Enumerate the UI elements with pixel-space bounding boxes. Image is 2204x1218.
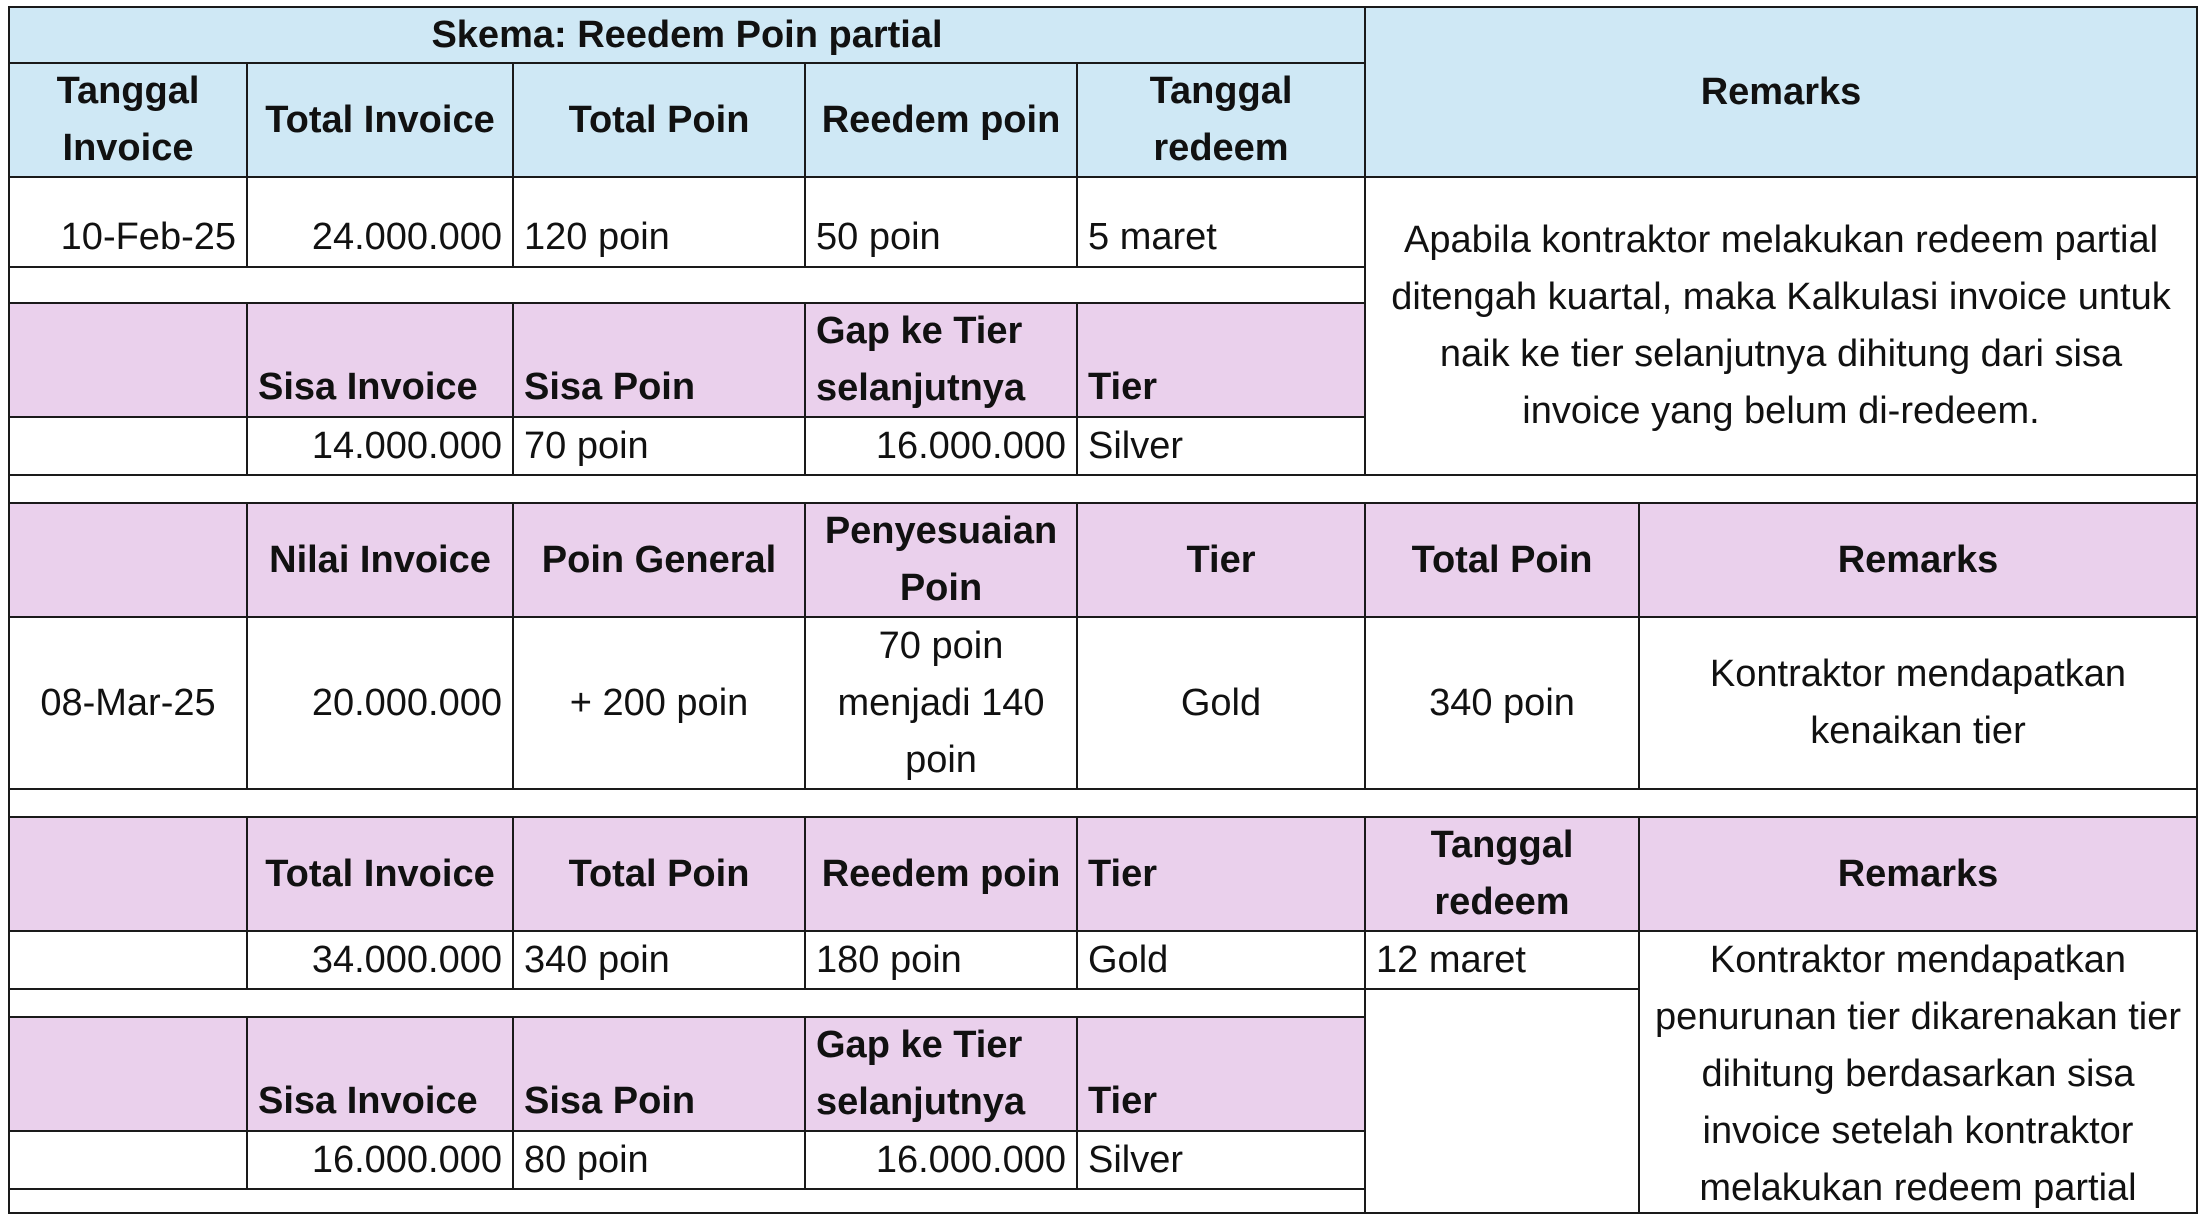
remarks-penurunan-tier[interactable]: Kontraktor mendapatkan penurunan tier di… bbox=[1638, 930, 2198, 1214]
header-total-poin[interactable]: Total Poin bbox=[512, 816, 806, 932]
scheme-title[interactable]: Skema: Reedem Poin partial bbox=[8, 6, 1366, 64]
header-reedem-poin[interactable]: Reedem poin bbox=[804, 816, 1078, 932]
header-nilai-invoice[interactable]: Nilai Invoice bbox=[246, 502, 514, 618]
header-sisa-invoice[interactable]: Sisa Invoice bbox=[246, 302, 514, 418]
cell-sisa-poin[interactable]: 80 poin bbox=[512, 1130, 806, 1190]
header-penyesuaian-poin[interactable]: Penyesuaian Poin bbox=[804, 502, 1078, 618]
header-tier[interactable]: Tier bbox=[1076, 302, 1366, 418]
empty-merged-cell[interactable] bbox=[1364, 988, 1640, 1214]
header-sisa-invoice[interactable]: Sisa Invoice bbox=[246, 1016, 514, 1132]
header-poin-general[interactable]: Poin General bbox=[512, 502, 806, 618]
header-tanggal-invoice[interactable]: Tanggal Invoice bbox=[8, 62, 248, 178]
cell-tier[interactable]: Gold bbox=[1076, 930, 1366, 990]
sub-row-empty[interactable] bbox=[8, 416, 248, 476]
remarks-redeem-partial[interactable]: Apabila kontraktor melakukan redeem part… bbox=[1364, 176, 2198, 476]
cell-sisa-invoice[interactable]: 16.000.000 bbox=[246, 1130, 514, 1190]
cell-reedem-poin[interactable]: 50 poin bbox=[804, 176, 1078, 268]
cell-gap-ke-tier[interactable]: 16.000.000 bbox=[804, 416, 1078, 476]
cell-poin-general[interactable]: + 200 poin bbox=[512, 616, 806, 790]
header-tanggal-redeem[interactable]: Tanggal redeem bbox=[1364, 816, 1640, 932]
cell-total-poin[interactable]: 340 poin bbox=[512, 930, 806, 990]
cell-total-invoice[interactable]: 24.000.000 bbox=[246, 176, 514, 268]
cell-nilai-invoice[interactable]: 20.000.000 bbox=[246, 616, 514, 790]
header-remarks[interactable]: Remarks bbox=[1638, 502, 2198, 618]
row-empty[interactable] bbox=[8, 930, 248, 990]
header-tier[interactable]: Tier bbox=[1076, 1016, 1366, 1132]
cell-total-poin[interactable]: 120 poin bbox=[512, 176, 806, 268]
cell-total-invoice[interactable]: 34.000.000 bbox=[246, 930, 514, 990]
separator-row[interactable] bbox=[8, 788, 2198, 818]
header-reedem-poin[interactable]: Reedem poin bbox=[804, 62, 1078, 178]
cell-tier[interactable]: Gold bbox=[1076, 616, 1366, 790]
cell-sisa-invoice[interactable]: 14.000.000 bbox=[246, 416, 514, 476]
cell-tanggal-redeem[interactable]: 12 maret bbox=[1364, 930, 1640, 990]
cell-gap-ke-tier[interactable]: 16.000.000 bbox=[804, 1130, 1078, 1190]
cell-tier[interactable]: Silver bbox=[1076, 416, 1366, 476]
sub-header-empty[interactable] bbox=[8, 1016, 248, 1132]
header-empty[interactable] bbox=[8, 816, 248, 932]
header-remarks[interactable]: Remarks bbox=[1638, 816, 2198, 932]
spacer-row[interactable] bbox=[8, 266, 1366, 304]
header-total-poin[interactable]: Total Poin bbox=[512, 62, 806, 178]
remarks-kenaikan-tier[interactable]: Kontraktor mendapatkan kenaikan tier bbox=[1638, 616, 2198, 790]
remarks-header[interactable]: Remarks bbox=[1364, 6, 2198, 178]
header-tier[interactable]: Tier bbox=[1076, 502, 1366, 618]
header-tanggal-redeem[interactable]: Tanggal redeem bbox=[1076, 62, 1366, 178]
header-total-invoice[interactable]: Total Invoice bbox=[246, 62, 514, 178]
header-tier[interactable]: Tier bbox=[1076, 816, 1366, 932]
separator-row[interactable] bbox=[8, 474, 2198, 504]
cell-penyesuaian-poin[interactable]: 70 poin menjadi 140 poin bbox=[804, 616, 1078, 790]
cell-total-poin[interactable]: 340 poin bbox=[1364, 616, 1640, 790]
sub-header-empty[interactable] bbox=[8, 302, 248, 418]
header-gap-ke-tier[interactable]: Gap ke Tier selanjutnya bbox=[804, 302, 1078, 418]
cell-reedem-poin[interactable]: 180 poin bbox=[804, 930, 1078, 990]
header-total-invoice[interactable]: Total Invoice bbox=[246, 816, 514, 932]
cell-sisa-poin[interactable]: 70 poin bbox=[512, 416, 806, 476]
header-total-poin[interactable]: Total Poin bbox=[1364, 502, 1640, 618]
header-sisa-poin[interactable]: Sisa Poin bbox=[512, 302, 806, 418]
spacer-row[interactable] bbox=[8, 988, 1366, 1018]
header-sisa-poin[interactable]: Sisa Poin bbox=[512, 1016, 806, 1132]
cell-tier[interactable]: Silver bbox=[1076, 1130, 1366, 1190]
header-empty[interactable] bbox=[8, 502, 248, 618]
cell-tanggal-invoice[interactable]: 10-Feb-25 bbox=[8, 176, 248, 268]
cell-tanggal-redeem[interactable]: 5 maret bbox=[1076, 176, 1366, 268]
sub-row-empty[interactable] bbox=[8, 1130, 248, 1190]
cell-tanggal[interactable]: 08-Mar-25 bbox=[8, 616, 248, 790]
header-gap-ke-tier[interactable]: Gap ke Tier selanjutnya bbox=[804, 1016, 1078, 1132]
spacer-row[interactable] bbox=[8, 1188, 1366, 1214]
